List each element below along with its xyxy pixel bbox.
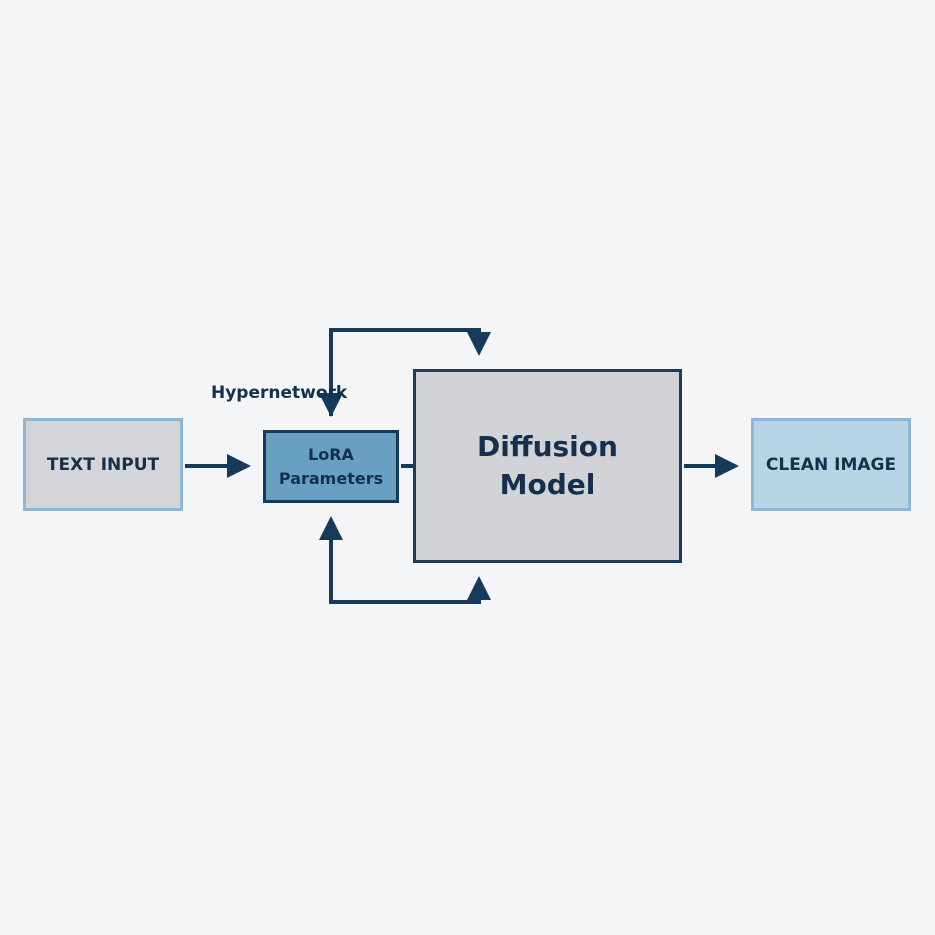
diffusion-label-line1: Diffusion [477, 430, 618, 463]
text-input-box: TEXT INPUT [23, 418, 183, 511]
clean-image-label: CLEAN IMAGE [765, 454, 897, 475]
lora-label-line2: Parameters [278, 468, 384, 488]
text-input-label: TEXT INPUT [46, 454, 160, 475]
loop-top-line [329, 328, 491, 416]
diffusion-label-line2: Model [499, 468, 596, 501]
clean-image-box: CLEAN IMAGE [751, 418, 911, 511]
lora-parameters-box: LoRA Parameters [263, 430, 399, 503]
hypernetwork-label: Hypernetwork [211, 383, 348, 403]
lora-label-line1: LoRA [308, 444, 354, 464]
diffusion-model-box: Diffusion Model [413, 369, 682, 563]
